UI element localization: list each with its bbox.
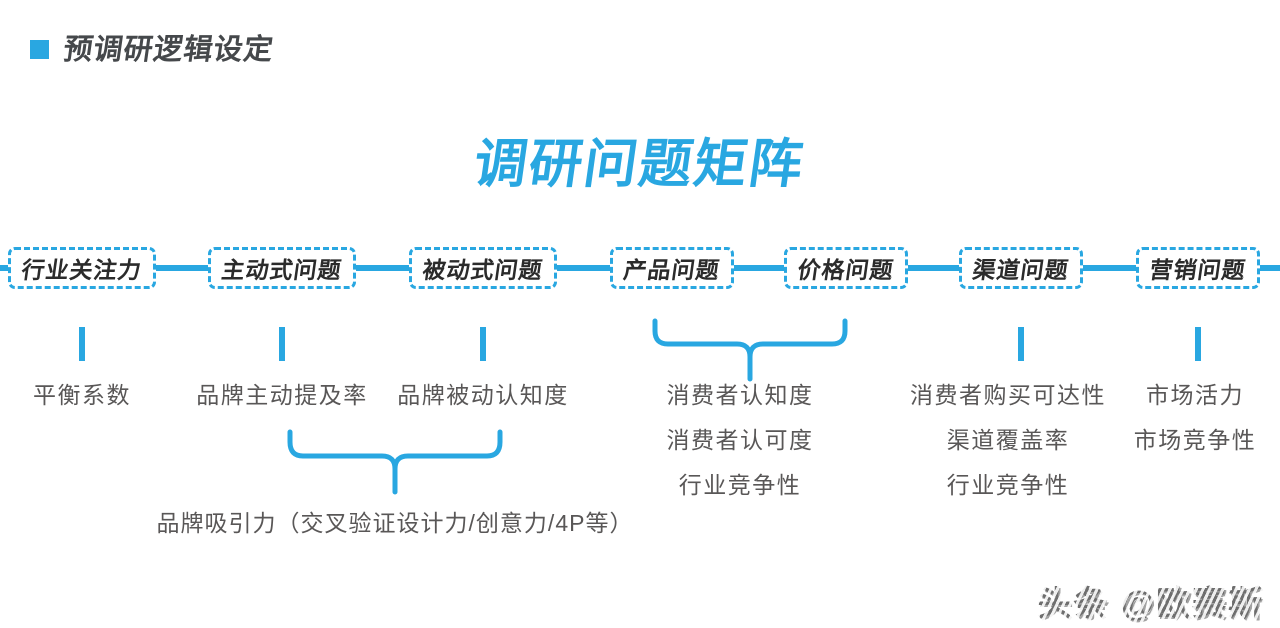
metric-label: 消费者购买可达性: [910, 382, 1106, 408]
section-header: 预调研逻辑设定: [30, 26, 276, 68]
metric-label: 品牌被动认知度: [397, 382, 569, 408]
metric-label: 品牌主动提及率: [196, 382, 368, 408]
metric-label: 行业竞争性: [678, 472, 802, 498]
matrix-box-marketing-question: 营销问题: [1136, 247, 1260, 289]
metric-column-active: 品牌主动提及率: [196, 381, 368, 409]
metric-label: 渠道覆盖率: [946, 427, 1070, 453]
section-title: 预调研逻辑设定: [61, 34, 276, 66]
matrix-box-label: 行业关注力: [19, 257, 144, 283]
section-bullet-icon: [30, 39, 49, 59]
matrix-box-label: 主动式问题: [219, 257, 344, 283]
metric-column-passive: 品牌被动认知度: [397, 381, 569, 409]
metric-label: 市场竞争性: [1133, 427, 1257, 453]
matrix-box-label: 被动式问题: [420, 257, 545, 283]
matrix-box-channel-question: 渠道问题: [959, 247, 1083, 289]
matrix-box-passive-question: 被动式问题: [409, 247, 557, 289]
joint-metric-label: 品牌吸引力（交叉验证设计力/创意力/4P等）: [156, 510, 634, 536]
metric-column-product-price: 消费者认知度 消费者认可度 行业竞争性: [667, 381, 814, 499]
matrix-box-price-question: 价格问题: [784, 247, 908, 289]
matrix-box-active-question: 主动式问题: [208, 247, 356, 289]
metric-label: 平衡系数: [33, 382, 131, 408]
watermark: 头条 @欧赛斯: [1033, 574, 1268, 627]
metric-label: 行业竞争性: [946, 472, 1070, 498]
matrix-box-label: 营销问题: [1147, 257, 1248, 283]
brace-active-passive: [287, 429, 503, 495]
brace-product-price: [652, 318, 848, 382]
metric-column-channel: 消费者购买可达性 渠道覆盖率 行业竞争性: [910, 381, 1106, 499]
metric-label: 消费者认可度: [666, 427, 814, 453]
matrix-box-label: 产品问题: [621, 257, 722, 283]
page-title: 调研问题矩阵: [470, 135, 809, 194]
matrix-box-label: 渠道问题: [970, 257, 1071, 283]
metric-label: 市场活力: [1146, 382, 1244, 408]
matrix-box-industry-attention: 行业关注力: [8, 247, 156, 289]
metric-column-marketing: 市场活力 市场竞争性: [1134, 381, 1257, 454]
metric-label: 消费者认知度: [666, 382, 814, 408]
matrix-box-label: 价格问题: [795, 257, 896, 283]
metric-column-industry: 平衡系数: [33, 381, 131, 409]
matrix-box-product-question: 产品问题: [610, 247, 734, 289]
